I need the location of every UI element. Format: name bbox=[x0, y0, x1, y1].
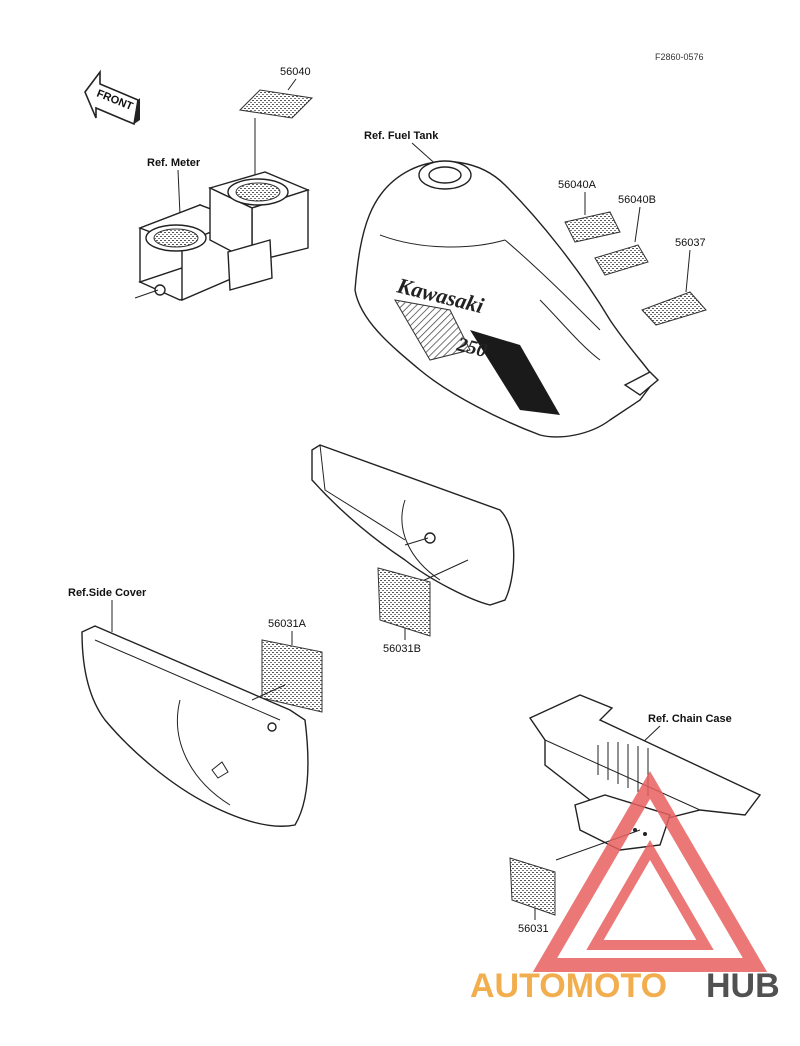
fuel-tank: Kawasaki 250 bbox=[354, 160, 660, 438]
leader-line bbox=[685, 249, 691, 293]
ref-chain-case-label: Ref. Chain Case bbox=[648, 713, 732, 725]
leader-line bbox=[634, 206, 641, 243]
leader-line bbox=[287, 78, 297, 91]
part-number-56040A: 56040A bbox=[558, 179, 597, 191]
decal-56031 bbox=[509, 857, 556, 916]
decal-56040 bbox=[238, 89, 314, 119]
drawing-code: F2860-0576 bbox=[655, 52, 704, 62]
ref-side-cover-label: Ref.Side Cover bbox=[68, 587, 147, 599]
watermark-triangle-icon bbox=[532, 771, 768, 972]
leader-line bbox=[417, 559, 469, 584]
part-number-56037: 56037 bbox=[675, 237, 706, 249]
decal-56031B bbox=[377, 567, 431, 637]
part-number-56040B: 56040B bbox=[618, 194, 656, 206]
decal-56040A bbox=[564, 211, 621, 243]
part-number-56040: 56040 bbox=[280, 66, 311, 78]
ref-fuel-tank-label: Ref. Fuel Tank bbox=[364, 130, 439, 142]
ref-meter-label: Ref. Meter bbox=[147, 157, 201, 169]
part-number-56031B: 56031B bbox=[383, 643, 421, 655]
watermark-logo: AUTOMOTO HUB bbox=[470, 771, 780, 1005]
decal-56040B bbox=[594, 244, 649, 276]
decal-56031A bbox=[261, 639, 323, 713]
front-arrow-icon: FRONT bbox=[84, 69, 140, 126]
side-cover-left bbox=[81, 625, 309, 827]
meter-assembly bbox=[138, 171, 311, 302]
part-number-56031A: 56031A bbox=[268, 618, 307, 630]
decal-56037 bbox=[641, 291, 707, 326]
leader-line bbox=[177, 169, 181, 216]
watermark-text-part1: AUTOMOTO bbox=[470, 967, 667, 1005]
leader-line bbox=[134, 289, 159, 299]
watermark-text-part2: HUB bbox=[706, 967, 780, 1005]
leader-line bbox=[404, 537, 429, 546]
part-number-56031: 56031 bbox=[518, 923, 549, 935]
leader-line bbox=[251, 684, 286, 701]
